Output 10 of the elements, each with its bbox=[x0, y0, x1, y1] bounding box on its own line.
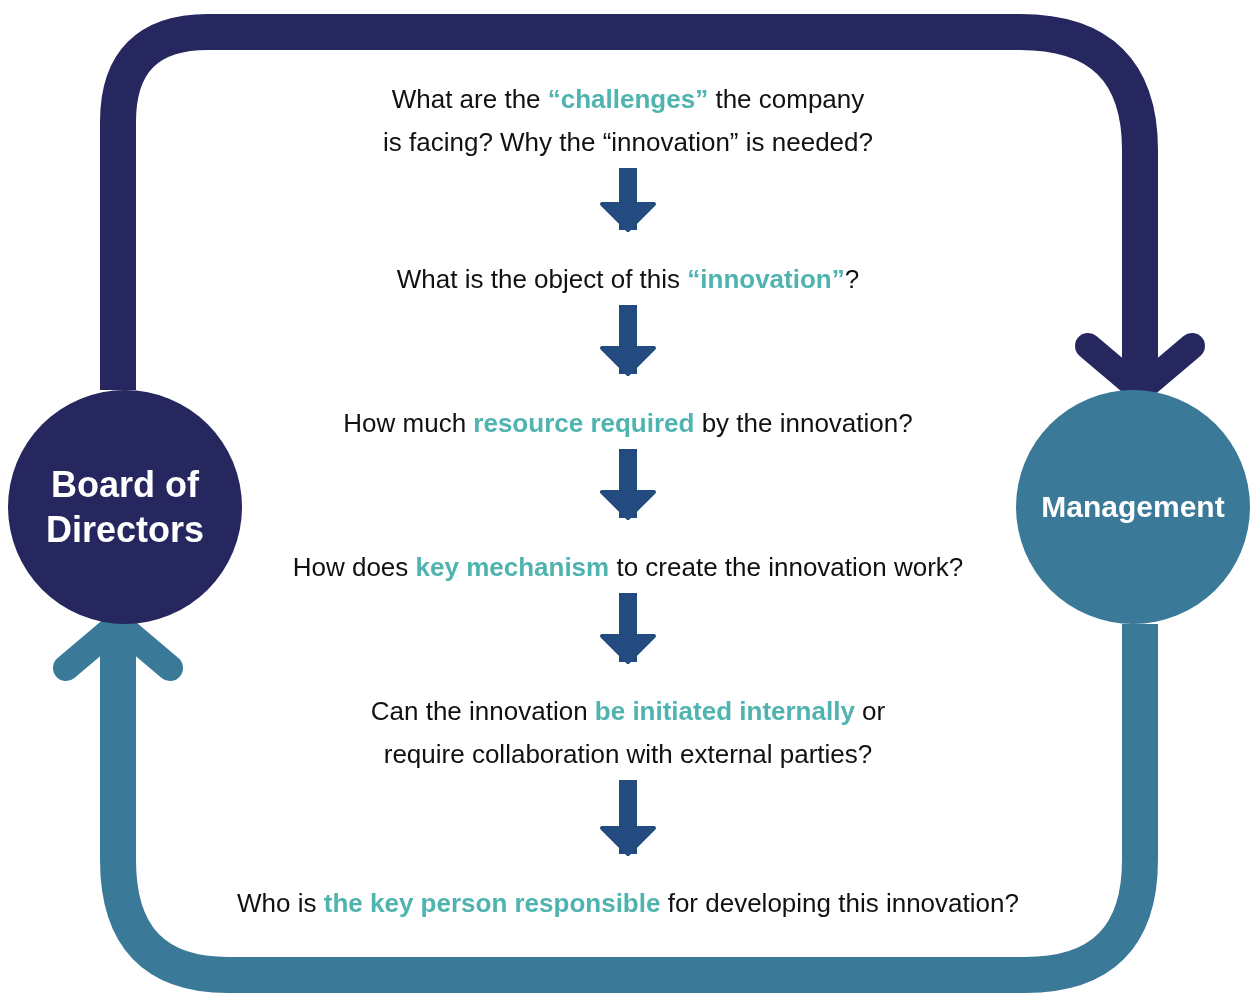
question-text: What is the object of this “innovation”? bbox=[278, 258, 978, 301]
down-arrow bbox=[600, 593, 656, 664]
question-text: Can the innovation be initiated internally or require collaboration with external parties? bbox=[308, 690, 948, 776]
down-arrow bbox=[600, 168, 656, 232]
down-arrow bbox=[600, 449, 656, 520]
down-arrow bbox=[600, 305, 656, 376]
question-text: Who is the key person responsible for developing this innovation? bbox=[178, 882, 1078, 925]
down-arrow bbox=[600, 780, 656, 856]
question-text: How much resource required by the innovation? bbox=[248, 402, 1008, 445]
question-text: What are the “challenges” the company is facing? Why the “innovation” is needed? bbox=[278, 78, 978, 164]
